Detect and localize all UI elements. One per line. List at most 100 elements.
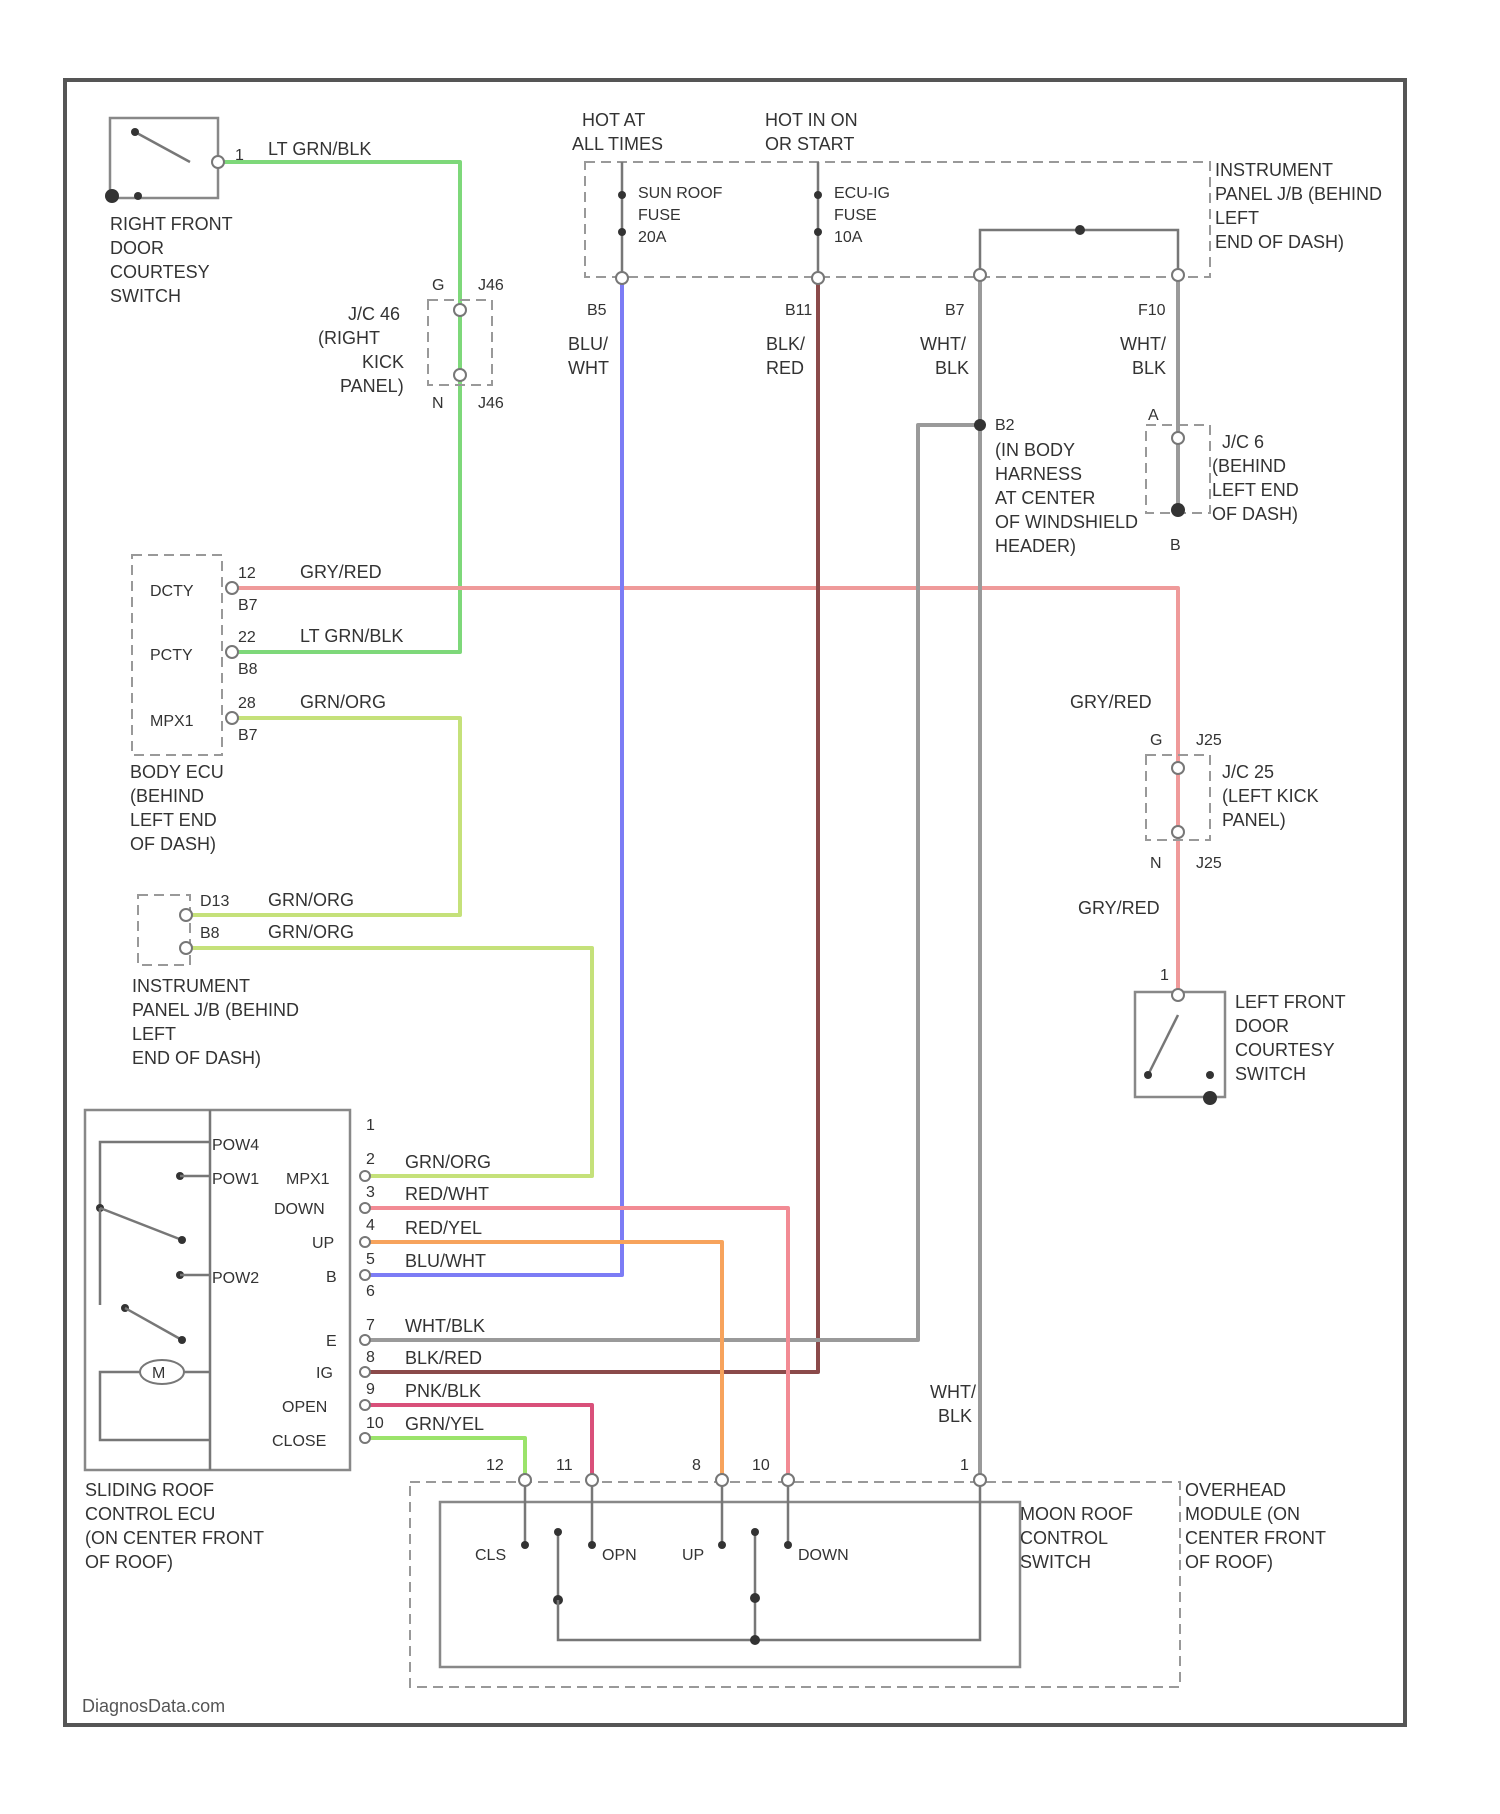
hot-in-on-2: OR START [765, 134, 854, 154]
ecu-internal-pow4: POW4 [212, 1137, 259, 1154]
right-door-switch-label-3: COURTESY [110, 262, 210, 282]
label-red-yel: RED/YEL [405, 1218, 482, 1238]
jc6-label-3: LEFT END [1212, 480, 1299, 500]
ecu-ig-fuse-3: 10A [834, 229, 863, 246]
jc46-label-1: J/C 46 [348, 304, 400, 324]
watermark: DiagnosData.com [82, 1696, 225, 1716]
jc46-label-3: KICK [362, 352, 404, 372]
right-door-terminal [212, 156, 224, 168]
ecu-ig-fuse-2: FUSE [834, 207, 877, 224]
b7-circuit-color-1: WHT/ [920, 334, 966, 354]
label-blk-red-ecu: BLK/RED [405, 1348, 482, 1368]
jc6-label-2: (BEHIND [1212, 456, 1286, 476]
switch-pin-1: 1 [960, 1457, 969, 1474]
f10-circuit-id: F10 [1138, 302, 1166, 319]
moon-roof-switch-label-1: MOON ROOF [1020, 1504, 1133, 1524]
sunroof-fuse-2: FUSE [638, 207, 681, 224]
wht-blk-lower-1: WHT/ [930, 1382, 976, 1402]
jc46-pin-n: N [432, 395, 444, 412]
jb-mid-pin-d13: D13 [200, 893, 229, 910]
instrument-jb-top-3: LEFT [1215, 208, 1259, 228]
left-door-pin: 1 [1160, 967, 1169, 984]
instrument-jb-top-4: END OF DASH) [1215, 232, 1344, 252]
label-gry-red-right-2: GRY/RED [1078, 898, 1160, 918]
switch-contact-up: UP [682, 1547, 704, 1564]
jc46-pin-j46-bottom: J46 [478, 395, 504, 412]
jc46-label-4: PANEL) [340, 376, 404, 396]
jb-mid-pin-b8: B8 [200, 925, 220, 942]
switch-pin-12: 12 [486, 1457, 504, 1474]
body-ecu-label-3: LEFT END [130, 810, 217, 830]
wire-grn-org-ecu [190, 718, 460, 915]
ecu-internal-pow1: POW1 [212, 1171, 259, 1188]
sliding-roof-ecu-label-2: CONTROL ECU [85, 1504, 215, 1524]
body-ecu-dcty-conn: B7 [238, 597, 258, 614]
body-ecu-mpx1-conn: B7 [238, 727, 258, 744]
jc25-label-3: PANEL) [1222, 810, 1286, 830]
ecu-internal-pow2: POW2 [212, 1270, 259, 1287]
sliding-roof-ecu-label-4: OF ROOF) [85, 1552, 173, 1572]
body-ecu-dcty-label: DCTY [150, 583, 194, 600]
f10-circuit-color-1: WHT/ [1120, 334, 1166, 354]
label-lt-grn-blk-ecu: LT GRN/BLK [300, 626, 403, 646]
body-ecu-pcty-pin: 22 [238, 629, 256, 646]
splice-b2-2: (IN BODY [995, 440, 1075, 460]
f10-circuit-color-2: BLK [1132, 358, 1166, 378]
right-door-switch-label-2: DOOR [110, 238, 164, 258]
wire-blu-wht [365, 278, 622, 1275]
label-red-wht: RED/WHT [405, 1184, 489, 1204]
label-blu-wht: BLU/WHT [405, 1251, 486, 1271]
jc25-pin-n: N [1150, 855, 1162, 872]
label-wht-blk-ecu: WHT/BLK [405, 1316, 485, 1336]
jb-mid-label-3: LEFT [132, 1024, 176, 1044]
jc25-label-2: (LEFT KICK [1222, 786, 1319, 806]
label-gry-red-right-1: GRY/RED [1070, 692, 1152, 712]
ecu-port-e: E [326, 1333, 337, 1350]
ecu-pin-9: 9 [366, 1381, 375, 1398]
ecu-port-ig: IG [316, 1365, 333, 1382]
body-ecu-mpx1-pin: 28 [238, 695, 256, 712]
ecu-internal-m: M [152, 1365, 165, 1382]
splice-b2-3: HARNESS [995, 464, 1082, 484]
moon-roof-switch-box [440, 1502, 1020, 1667]
jc46-label-2: (RIGHT [318, 328, 380, 348]
body-ecu-label-2: (BEHIND [130, 786, 204, 806]
ecu-port-mpx1: MPX1 [286, 1171, 330, 1188]
ecu-pin-4: 4 [366, 1217, 375, 1234]
ecu-ig-fuse-1: ECU-IG [834, 185, 890, 202]
left-door-label-2: DOOR [1235, 1016, 1289, 1036]
left-door-terminal [1172, 989, 1184, 1001]
sliding-roof-ecu-label-3: (ON CENTER FRONT [85, 1528, 264, 1548]
right-door-pin: 1 [235, 147, 244, 164]
b7-circuit-id: B7 [945, 302, 965, 319]
switch-contact-down: DOWN [798, 1547, 849, 1564]
hot-at-all-times-1: HOT AT [582, 110, 645, 130]
jc25-pin-j25-top: J25 [1196, 732, 1222, 749]
sunroof-circuit-id: B5 [587, 302, 607, 319]
ecu-pin-2: 2 [366, 1151, 375, 1168]
left-door-label-1: LEFT FRONT [1235, 992, 1346, 1012]
body-ecu-dcty-pin: 12 [238, 565, 256, 582]
jb-mid-label-4: END OF DASH) [132, 1048, 261, 1068]
label-gry-red-ecu: GRY/RED [300, 562, 382, 582]
jc25-label-1: J/C 25 [1222, 762, 1274, 782]
body-ecu-pcty-conn: B8 [238, 661, 258, 678]
switch-pin-11: 11 [556, 1457, 573, 1474]
wire-gry-red [235, 588, 1178, 992]
ecu-ig-circuit-id: B11 [785, 302, 812, 319]
ecu-pin-7: 7 [366, 1317, 375, 1334]
label-grn-org-jb-2: GRN/ORG [268, 922, 354, 942]
overhead-module-label-2: MODULE (ON [1185, 1504, 1300, 1524]
switch-pin-10: 10 [752, 1457, 770, 1474]
wht-blk-lower-2: BLK [938, 1406, 972, 1426]
sunroof-circuit-color-1: BLU/ [568, 334, 608, 354]
jc6-label-4: OF DASH) [1212, 504, 1298, 524]
right-door-switch-box [110, 118, 218, 198]
ecu-port-b: B [326, 1269, 337, 1286]
splice-b2-6: HEADER) [995, 536, 1076, 556]
label-grn-org-jb-1: GRN/ORG [268, 890, 354, 910]
hot-in-on-1: HOT IN ON [765, 110, 858, 130]
right-door-switch-label-4: SWITCH [110, 286, 181, 306]
sunroof-fuse-1: SUN ROOF [638, 185, 723, 202]
